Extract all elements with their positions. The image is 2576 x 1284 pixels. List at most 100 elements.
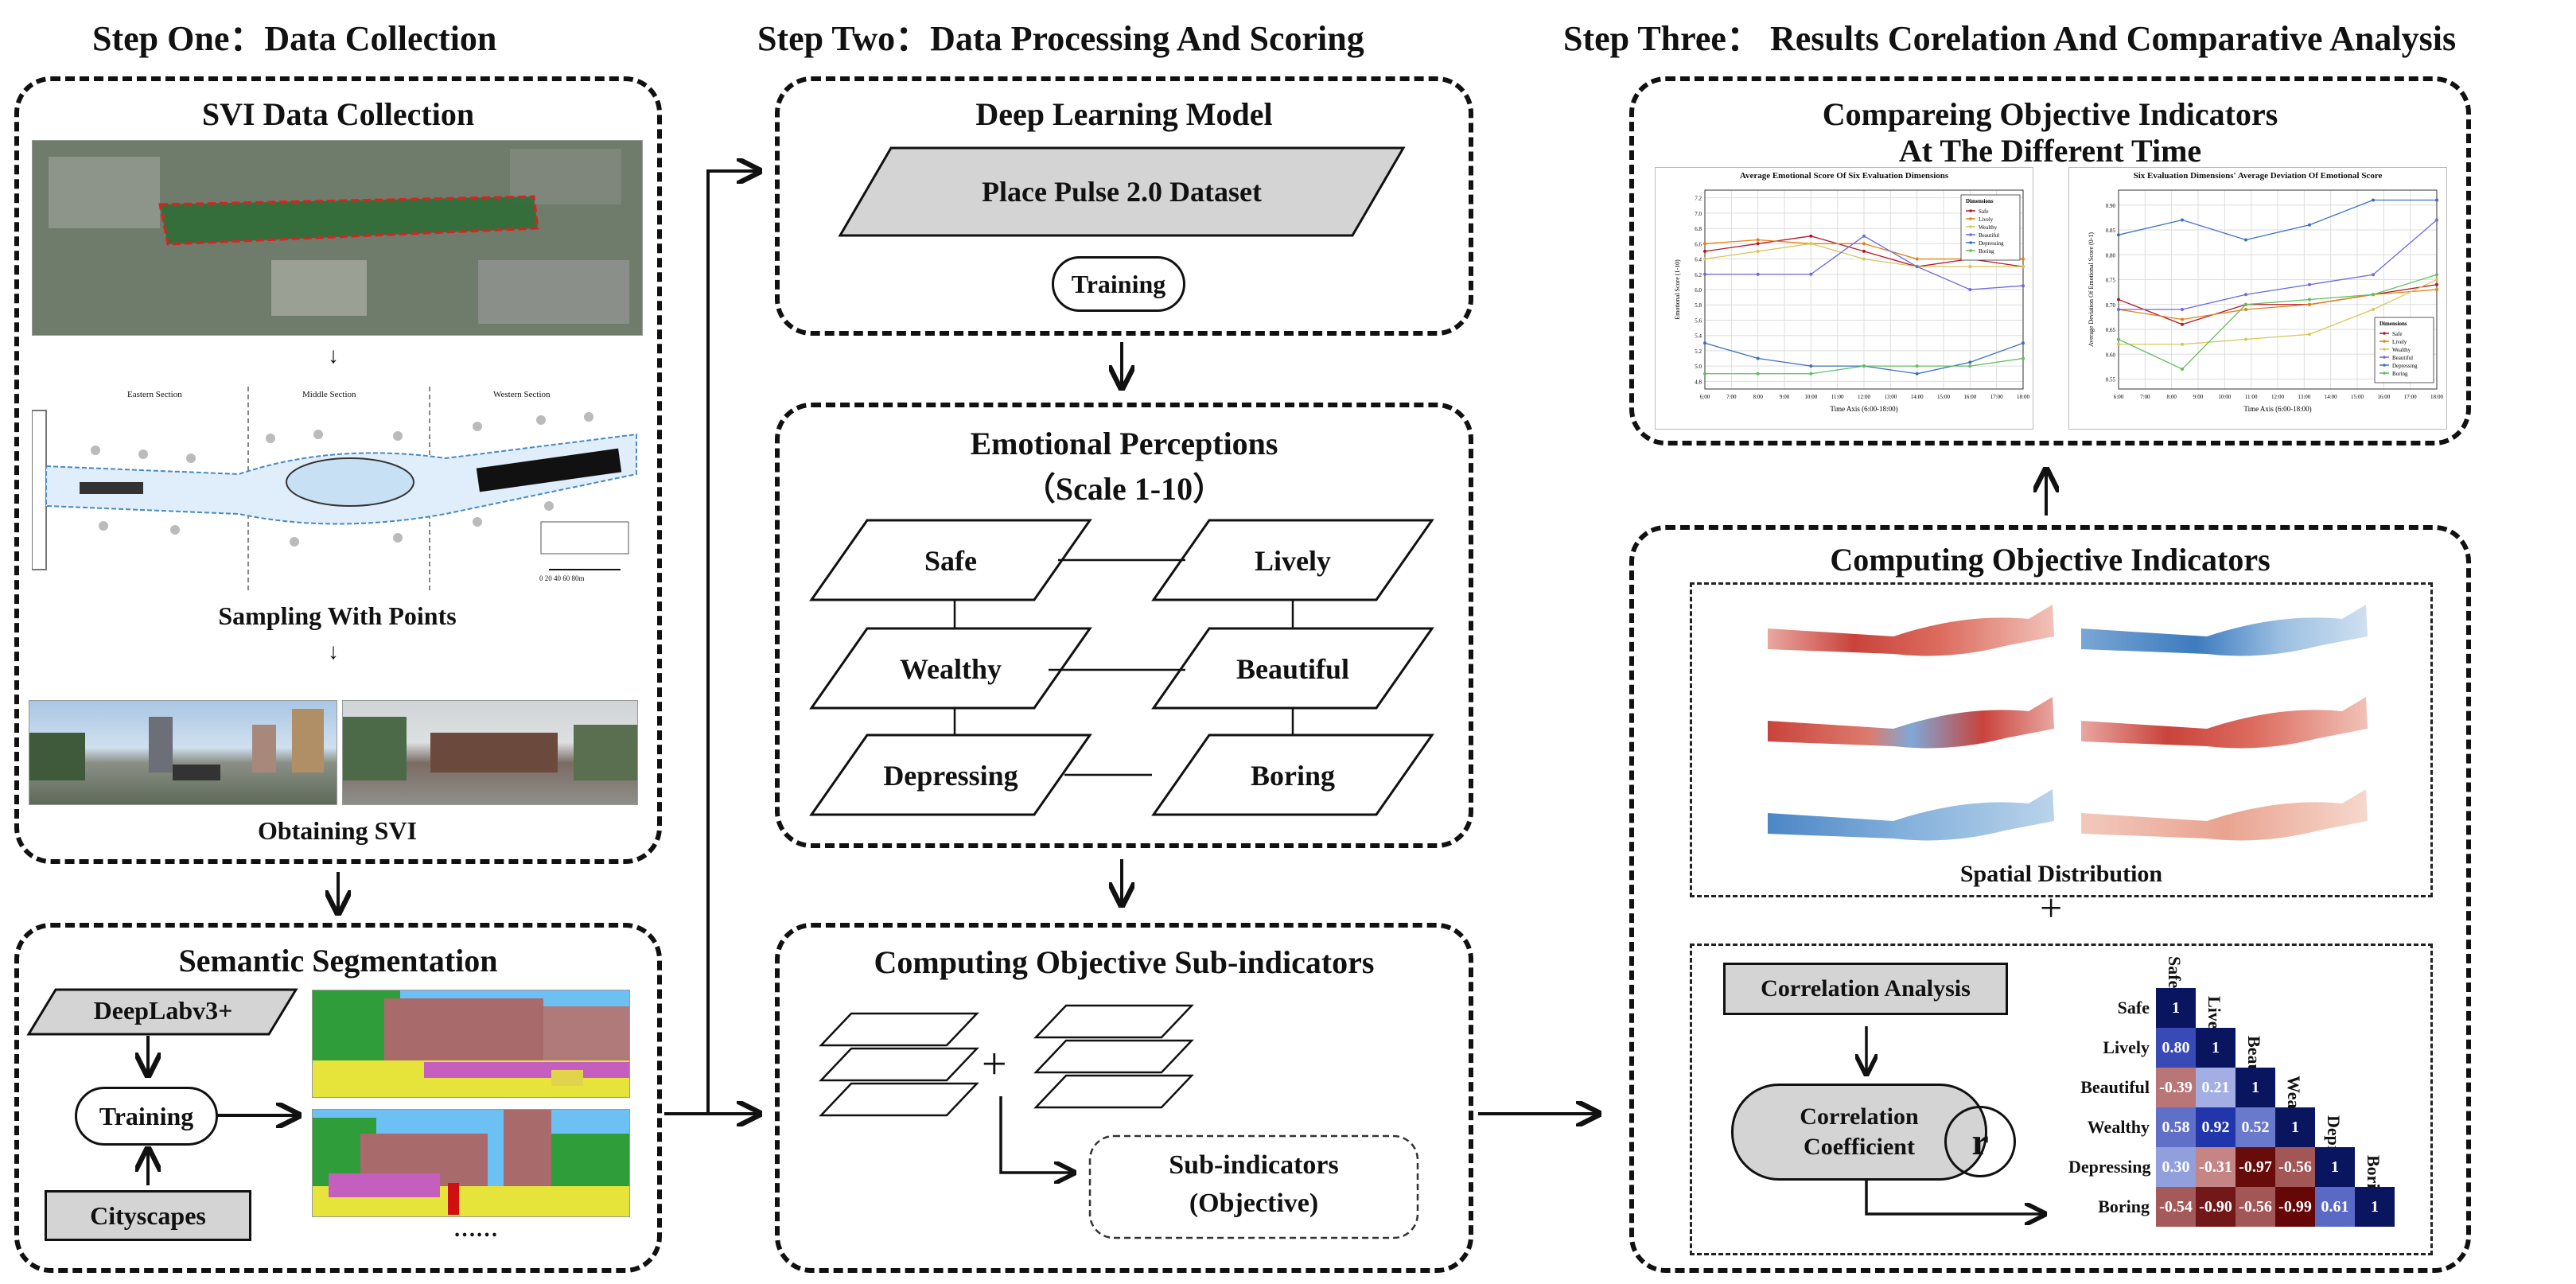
down-arrow-icon: ↓: [328, 344, 339, 368]
data-point: [2435, 218, 2438, 222]
computing-indicators-panel: Computing Objective Indicators: [1629, 525, 2471, 1273]
heatmap-cell: -0.90: [2196, 1187, 2236, 1227]
data-point: [1703, 341, 1706, 345]
legend-entry: Boring: [1979, 248, 1994, 255]
emotional-perceptions-title: Emotional Perceptions: [970, 426, 1278, 461]
data-point: [2244, 238, 2247, 242]
data-point: [1703, 372, 1706, 375]
correlation-box: [1690, 944, 2433, 1255]
data-point: [1809, 234, 1813, 238]
series-line: [2118, 289, 2438, 321]
map-scale-bar: 0 20 40 60 80m: [539, 574, 585, 582]
heatmap-row-label: Wealthy: [2087, 1117, 2150, 1137]
heatmap-cell: 1: [2355, 1187, 2395, 1227]
x-tick-label: 12:00: [2271, 394, 2284, 400]
data-point: [2181, 317, 2184, 321]
data-point: [2308, 298, 2311, 302]
semantic-segmentation-panel: Semantic Segmentation: [14, 923, 662, 1273]
x-tick-label: 17:00: [2404, 394, 2417, 400]
y-tick-label: 7.2: [1695, 196, 1702, 202]
heatmap-cell: 0.61: [2315, 1187, 2355, 1227]
heatmap-row-label: Boring: [2098, 1196, 2150, 1216]
legend-entry: Depressing: [1979, 240, 2004, 247]
data-point: [1915, 364, 1919, 368]
computing-indicators-title: Computing Objective Indicators: [1830, 542, 2271, 578]
emotional-scale-label: （Scale 1-10）: [1023, 471, 1225, 507]
data-point: [2117, 308, 2120, 311]
legend-entry: Beautiful: [2392, 355, 2413, 361]
y-tick-label: 5.8: [1695, 302, 1702, 309]
legend-marker: [1969, 233, 1972, 236]
segmented-image-1: [312, 990, 630, 1098]
heatmap-cell: 0.30: [2156, 1147, 2196, 1187]
heatmap-column-label: Safe: [2165, 956, 2185, 989]
data-point: [2117, 342, 2120, 346]
legend-marker: [1969, 241, 1972, 244]
legend-entry: Safe: [2392, 331, 2402, 337]
heatmap-cell: 0.52: [2236, 1107, 2275, 1147]
data-point: [1968, 364, 1972, 368]
data-point: [1756, 356, 1760, 360]
spatial-distribution-box: [1690, 582, 2433, 897]
data-point: [2372, 308, 2375, 311]
legend-marker: [2383, 348, 2386, 351]
legend-entry: Depressing: [2392, 363, 2418, 369]
y-tick-label: 0.70: [2106, 302, 2116, 309]
data-point: [2021, 284, 2025, 288]
data-point: [2435, 273, 2438, 277]
data-point: [2021, 257, 2025, 261]
x-tick-label: 15:00: [1937, 394, 1950, 400]
spatial-distribution-caption: Spatial Distribution: [1959, 861, 2163, 887]
heatmap-row-label: Beautiful: [2080, 1077, 2150, 1097]
y-tick-label: 0.75: [2106, 278, 2116, 284]
training-node-step1: Training: [75, 1087, 218, 1146]
data-point: [1809, 242, 1813, 246]
correlation-heatmap: SafeSafeLivelyLivelyBeautifulBeautifulWe…: [2068, 955, 2418, 1249]
y-tick-label: 4.8: [1695, 379, 1702, 385]
svi-collection-panel: SVI Data Collection: [14, 76, 662, 864]
data-point: [2117, 233, 2120, 237]
training-node-step2: Training: [1052, 256, 1185, 312]
cityscapes-box: Cityscapes: [45, 1190, 251, 1241]
x-tick-label: 8:00: [1753, 394, 1763, 400]
y-tick-label: 5.4: [1695, 333, 1702, 340]
legend-marker: [2383, 340, 2386, 343]
x-tick-label: 17:00: [1990, 394, 2003, 400]
perception-lively: Lively: [1255, 545, 1331, 577]
sub-indicators-result-line2: (Objective): [1189, 1189, 1319, 1218]
data-point: [1756, 238, 1760, 242]
data-point: [2181, 368, 2184, 371]
data-point: [2435, 288, 2438, 291]
x-tick-label: 12:00: [1858, 394, 1870, 400]
x-tick-label: 7:00: [2140, 394, 2150, 400]
data-point: [1703, 272, 1706, 276]
heatmap-row-label: Depressing: [2068, 1157, 2151, 1177]
deep-learning-title: Deep Learning Model: [975, 96, 1273, 132]
map-section-middle: Middle Section: [302, 390, 356, 399]
correlation-coefficient-node: Correlation Coefficient: [1731, 1084, 1987, 1181]
data-point: [2181, 322, 2184, 326]
series-line: [2118, 284, 2438, 325]
y-tick-label: 6.4: [1695, 257, 1702, 263]
heatmap-row-label: Lively: [2103, 1037, 2150, 1057]
legend-marker: [1969, 249, 1972, 252]
data-point: [1915, 257, 1919, 261]
y-tick-label: 5.6: [1695, 317, 1702, 324]
heatmap-cell: 1: [2236, 1068, 2275, 1107]
data-point: [1756, 272, 1760, 276]
deep-learning-panel: Deep Learning Model: [775, 76, 1473, 336]
chart1-title: Average Emotional Score Of Six Evaluatio…: [1739, 171, 1949, 181]
x-tick-label: 6:00: [1700, 394, 1710, 400]
data-point: [2117, 337, 2120, 341]
data-point: [2372, 293, 2375, 297]
data-point: [1968, 265, 1972, 269]
x-tick-label: 8:00: [2166, 394, 2177, 400]
heatmap-cell: -0.56: [2275, 1147, 2315, 1187]
x-tick-label: 14:00: [1911, 394, 1924, 400]
data-point: [2244, 293, 2247, 297]
data-point: [2021, 341, 2025, 345]
y-tick-label: 5.0: [1695, 364, 1702, 370]
legend-marker: [2383, 332, 2386, 335]
map-section-western: Western Section: [493, 390, 551, 399]
